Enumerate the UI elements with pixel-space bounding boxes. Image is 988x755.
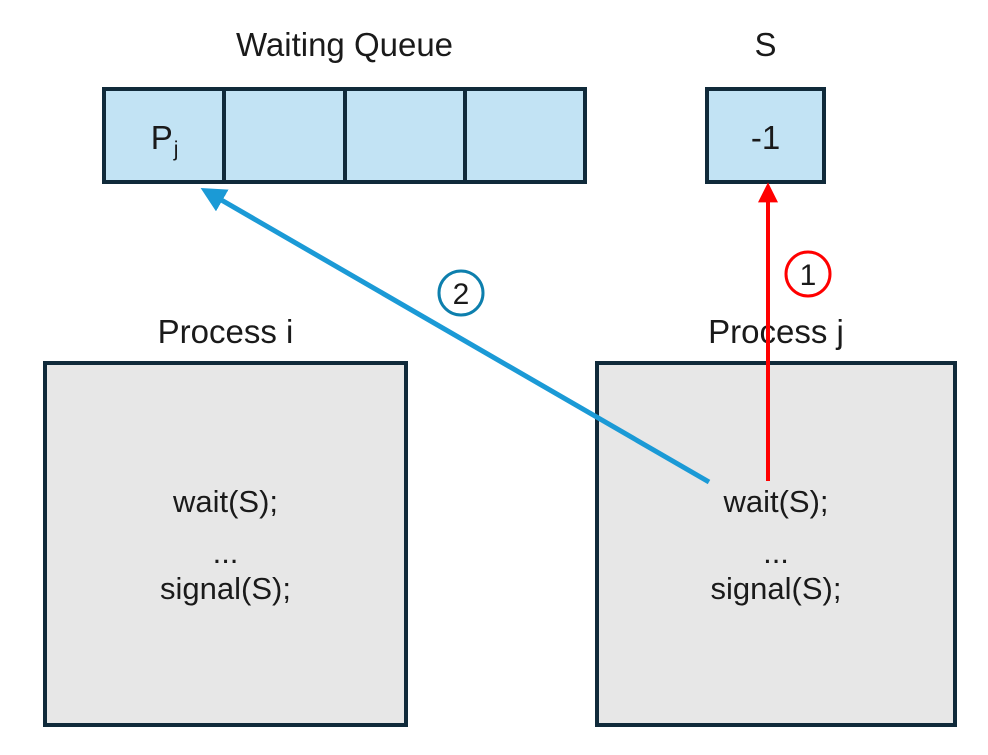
semaphore-title: S: [754, 26, 777, 63]
process-j-code-line-2: signal(S);: [710, 571, 842, 606]
process-j-code-line-0: wait(S);: [723, 484, 829, 519]
process-i-code-line-0: wait(S);: [172, 484, 279, 519]
queue-cell-3: [466, 91, 583, 180]
process-i-code-line-2: signal(S);: [160, 571, 291, 606]
process-i-title: Process i: [157, 313, 294, 350]
semaphore-box: -1: [705, 87, 826, 184]
queue-cell-0: Pj: [106, 91, 227, 180]
process-j-code-line-1: ...: [763, 535, 789, 570]
queue-cell-0-text: Pj: [150, 118, 179, 161]
process-i-box: wait(S); ... signal(S);: [43, 361, 408, 727]
waiting-queue-title: Waiting Queue: [235, 26, 454, 63]
semaphore-value: -1: [750, 118, 781, 156]
queue-cell-0-label: P: [150, 118, 173, 156]
queue-cell-2: [346, 91, 467, 180]
process-j-box: wait(S); ... signal(S);: [595, 361, 957, 727]
process-j-title: Process j: [708, 313, 844, 350]
queue-cell-1: [226, 91, 347, 180]
step-2-marker: 2: [437, 269, 485, 317]
step-1-marker: 1: [784, 250, 832, 298]
step-2-number: 2: [453, 278, 470, 311]
step-2-circle: [437, 269, 485, 317]
step-1-circle: [784, 250, 832, 298]
step-1-number: 1: [800, 259, 817, 292]
process-i-code-line-1: ...: [212, 535, 239, 570]
queue-cell-0-subscript: j: [173, 137, 179, 161]
waiting-queue: Pj: [102, 87, 587, 184]
